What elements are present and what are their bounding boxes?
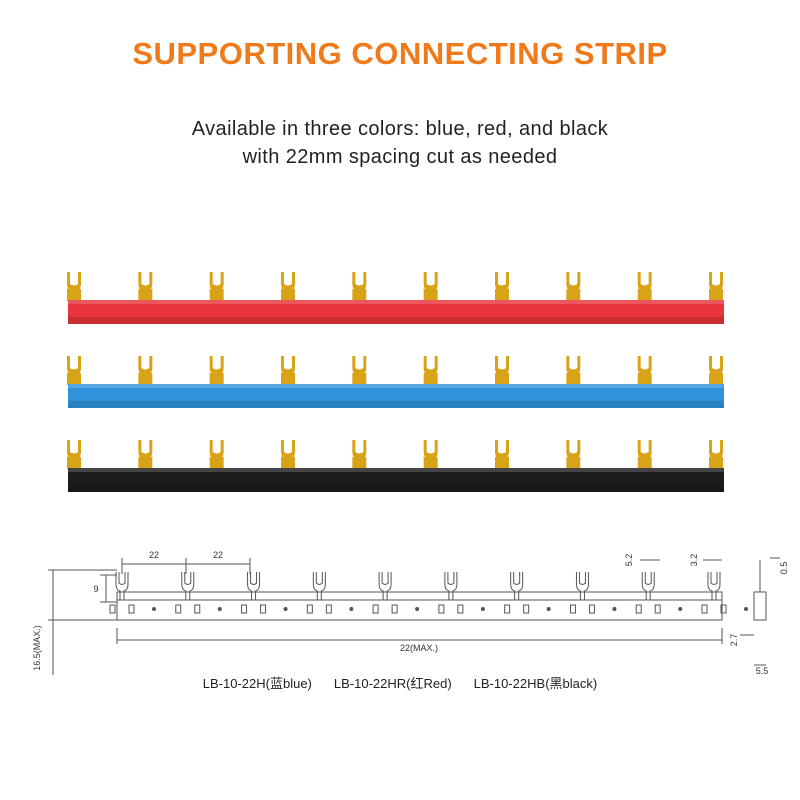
technical-drawing: 22 22 9 16.5(MAX.) 22(MAX.) 5.2 3.2 0.5 … bbox=[32, 550, 789, 675]
fork-terminal bbox=[423, 272, 438, 301]
fork-terminal bbox=[709, 440, 723, 469]
fork-terminal bbox=[495, 272, 509, 301]
fork-terminal bbox=[566, 272, 581, 301]
connecting-strips-illustration bbox=[67, 272, 724, 492]
dim-spacing-2: 22 bbox=[213, 550, 223, 560]
dim-fork-height: 9 bbox=[93, 584, 98, 594]
drawing-fork bbox=[701, 572, 748, 614]
fork-terminal bbox=[67, 440, 81, 469]
fork-terminal bbox=[209, 272, 224, 301]
fork-terminal bbox=[281, 272, 295, 301]
subtitle-line-2: with 22mm spacing cut as needed bbox=[242, 146, 558, 168]
model-red: LB-10-22HR(红Red) bbox=[333, 676, 452, 691]
fork-terminal bbox=[209, 440, 224, 469]
fork-terminal bbox=[352, 440, 367, 469]
fork-terminal bbox=[495, 440, 509, 469]
drawing-side-view bbox=[753, 591, 767, 621]
drawing-fork bbox=[306, 572, 354, 614]
drawing-fork bbox=[438, 572, 485, 614]
dim-total-length: 22(MAX.) bbox=[400, 643, 438, 653]
drawing-fork bbox=[372, 572, 420, 614]
drawing-strip-body bbox=[116, 591, 723, 621]
drawing-fork bbox=[504, 572, 551, 614]
fork-terminal bbox=[637, 440, 652, 469]
fork-terminal bbox=[709, 356, 723, 385]
fork-terminal bbox=[209, 356, 224, 385]
fork-terminal bbox=[566, 356, 581, 385]
strip-body bbox=[68, 300, 724, 324]
dim-fork-width: 3.2 bbox=[689, 554, 699, 567]
dim-total-height: 16.5(MAX.) bbox=[32, 625, 42, 671]
dim-side-height: 2.7 bbox=[729, 634, 739, 647]
drawing-fork bbox=[569, 572, 617, 614]
drawing-fork bbox=[109, 572, 156, 614]
fork-terminal bbox=[352, 272, 367, 301]
strip-blue bbox=[67, 356, 724, 408]
model-black: LB-10-22HB(黑black) bbox=[473, 676, 598, 691]
fork-terminal bbox=[709, 272, 723, 301]
fork-terminal bbox=[423, 440, 438, 469]
fork-terminal bbox=[67, 272, 81, 301]
fork-terminal bbox=[566, 440, 581, 469]
fork-terminal bbox=[423, 356, 438, 385]
model-list: LB-10-22H(蓝blue) LB-10-22HR(红Red) LB-10-… bbox=[0, 673, 800, 692]
fork-terminal bbox=[67, 356, 81, 385]
fork-terminal bbox=[281, 440, 295, 469]
strip-body bbox=[68, 384, 724, 408]
fork-terminal bbox=[281, 356, 295, 385]
fork-terminal bbox=[637, 356, 652, 385]
fork-terminal bbox=[138, 272, 153, 301]
dim-thickness: 0.5 bbox=[779, 562, 789, 575]
drawing-fork bbox=[175, 572, 222, 614]
model-blue: LB-10-22H(蓝blue) bbox=[202, 676, 312, 691]
dim-side-width: 5.5 bbox=[756, 666, 769, 675]
dim-spacing-1: 22 bbox=[149, 550, 159, 560]
drawing-fork bbox=[241, 572, 288, 614]
strip-red bbox=[67, 272, 724, 324]
strip-body bbox=[68, 468, 724, 492]
fork-terminal bbox=[138, 440, 153, 469]
fork-terminal bbox=[495, 356, 509, 385]
drawing-fork bbox=[635, 572, 683, 614]
fork-terminal bbox=[637, 272, 652, 301]
fork-terminal bbox=[138, 356, 153, 385]
subtitle-line-1: Available in three colors: blue, red, an… bbox=[191, 118, 609, 140]
fork-terminal bbox=[352, 356, 367, 385]
page-title: SUPPORTING CONNECTING STRIP bbox=[132, 36, 668, 71]
strip-black bbox=[67, 440, 724, 492]
dim-slot: 5.2 bbox=[624, 554, 634, 567]
